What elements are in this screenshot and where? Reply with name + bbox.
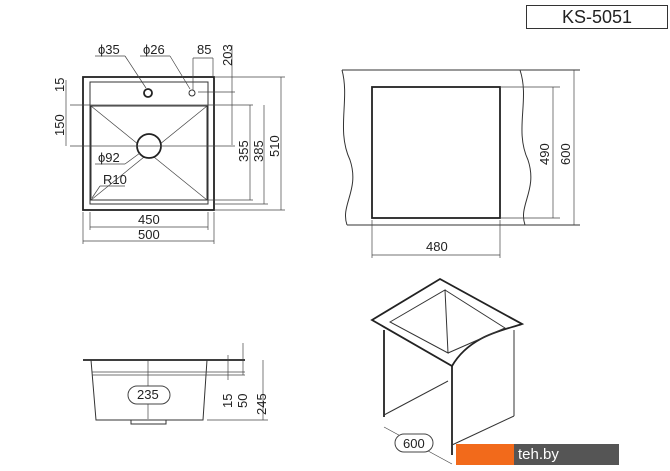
dim-600: 600 [558, 143, 573, 165]
iso-cabinet-edge [383, 380, 449, 416]
iso-opening [388, 289, 449, 354]
iso-opening [444, 289, 507, 354]
dim-s15: 15 [220, 394, 235, 408]
dim-drain: ϕ92 [98, 150, 120, 165]
dimension-lines [371, 70, 575, 258]
dim-radius: R10 [103, 172, 127, 187]
dim-235: 235 [137, 387, 159, 402]
countertop-break-left [341, 69, 354, 226]
dim-hole1: ϕ35 [98, 42, 120, 57]
sink-inner-rim [89, 81, 209, 205]
dim-15: 15 [52, 78, 67, 92]
depth-pill [127, 385, 171, 405]
dim-150: 150 [52, 114, 67, 136]
cabinet-opening [371, 86, 501, 219]
plan-view: ϕ35 ϕ26 85 203 15 150 ϕ92 R10 355 385 51… [52, 42, 285, 244]
dim-510: 510 [267, 135, 282, 157]
dim-203: 203 [220, 44, 235, 66]
countertop-break-right [519, 69, 532, 226]
isometric-view: 600 [370, 277, 525, 465]
watermark: teh.by [456, 444, 619, 465]
section-view: 235 15 50 245 [83, 343, 269, 425]
iso-cabinet-edge [451, 415, 515, 446]
dim-385: 385 [251, 140, 266, 162]
dim-s50: 50 [235, 394, 250, 408]
dim-355: 355 [236, 140, 251, 162]
model-label: KS-5051 [526, 5, 668, 29]
drain-outlet [130, 419, 167, 425]
dim-480: 480 [426, 239, 448, 254]
cabinet-view: 490 600 480 [341, 69, 580, 258]
dim-490: 490 [537, 143, 552, 165]
watermark-text: teh.by [514, 444, 619, 465]
dim-450: 450 [138, 212, 160, 227]
bowl-outline [90, 105, 208, 201]
small-hole [188, 89, 196, 97]
iso-dim-pill [394, 433, 434, 453]
dim-85: 85 [197, 42, 211, 57]
sink-outer-rim [82, 76, 215, 211]
dim-hole2: ϕ26 [143, 42, 165, 57]
watermark-logo-block [456, 444, 514, 465]
tap-hole [143, 88, 153, 98]
dim-s245: 245 [254, 393, 269, 415]
dim-iso-600: 600 [403, 436, 425, 451]
dim-500: 500 [138, 227, 160, 242]
dimension-lines [207, 343, 268, 421]
dimension-lines [65, 45, 285, 244]
